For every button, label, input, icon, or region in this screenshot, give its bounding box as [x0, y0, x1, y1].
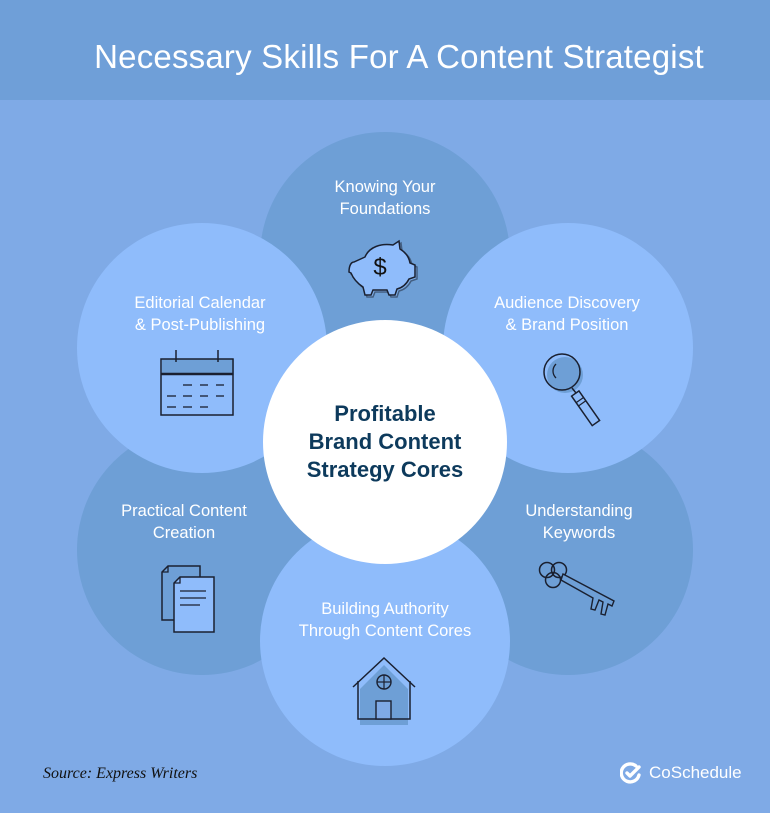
skill-label-top-right: Audience Discovery & Brand Position	[494, 294, 640, 334]
skill-label-top-left: Editorial Calendar & Post-Publishing	[134, 294, 266, 334]
source-credit: Source: Express Writers	[43, 765, 198, 782]
brand-name: CoSchedule	[649, 763, 742, 782]
svg-text:$: $	[373, 254, 386, 281]
house-icon	[352, 656, 416, 725]
magnifying-glass-icon	[543, 353, 601, 427]
skill-label-bottom-left: Practical Content Creation	[121, 502, 247, 542]
checkmark-logo-icon	[620, 762, 641, 784]
skill-label-bottom: Building Authority Through Content Cores	[298, 600, 472, 640]
piggy-bank-icon: $	[348, 239, 418, 298]
header-banner: Necessary Skills For A Content Strategis…	[0, 0, 770, 100]
skill-label-bottom-right: Understanding Keywords	[525, 502, 633, 542]
center-circle	[263, 320, 507, 564]
center-title: Profitable Brand Content Strategy Cores	[306, 401, 464, 482]
documents-icon	[161, 565, 218, 635]
skill-label-top: Knowing Your Foundations	[334, 178, 436, 218]
calendar-icon	[160, 350, 234, 416]
key-icon	[538, 561, 615, 616]
coschedule-logo: CoSchedule	[620, 762, 742, 784]
page-title: Necessary Skills For A Content Strategis…	[94, 38, 704, 75]
